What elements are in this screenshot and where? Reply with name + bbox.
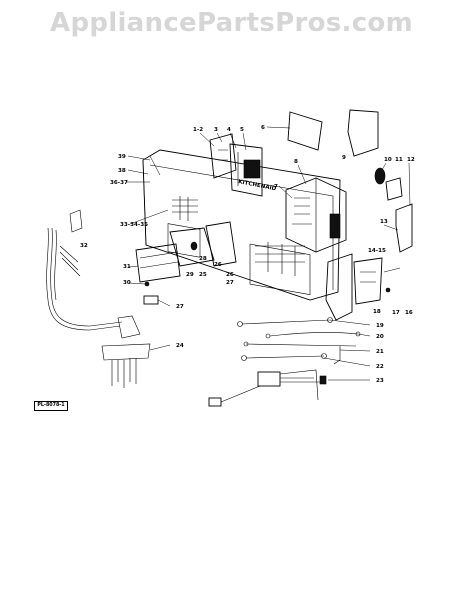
shield-6 (287, 111, 323, 151)
rotary-switch (374, 167, 403, 201)
part-label-13: 13 (380, 219, 388, 225)
control-panel-console: KITCHENAID (142, 149, 341, 301)
part-label-39: 39 (118, 154, 126, 160)
watermark-logo: AppliancePartsPros.com (50, 8, 413, 38)
part-label-11: 11 (395, 157, 403, 163)
switch-bracket (169, 221, 237, 267)
part-label-22: 22 (376, 364, 384, 370)
part-label-8: 8 (294, 159, 298, 165)
shield-9 (347, 109, 379, 157)
part-label-9: 9 (342, 155, 346, 161)
electronic-control-board (285, 177, 347, 253)
part-label-31: 31 (123, 264, 131, 270)
part-label-21: 21 (376, 349, 384, 355)
left-endcap (135, 243, 181, 283)
main-wire-harness (46, 209, 151, 388)
part-label-29: 29 (186, 272, 194, 278)
side-bracket (325, 253, 401, 321)
part-label-33-34-35: 33-34-35 (120, 222, 148, 228)
part-label-5: 5 (240, 127, 244, 133)
part-label-23: 23 (376, 378, 384, 384)
part-label-27-right: 27 (226, 280, 234, 286)
part-label-19: 19 (376, 323, 384, 329)
panel-brand-text: KITCHENAID (238, 179, 277, 192)
part-label-26-right: 26 (226, 272, 234, 278)
part-label-1-2: 1-2 (193, 127, 203, 133)
part-label-12: 12 (407, 157, 415, 163)
part-label-20: 20 (376, 334, 384, 340)
part-label-32: 32 (80, 243, 88, 249)
part-label-14-15: 14-15 (368, 248, 386, 254)
part-label-16: 16 (405, 310, 413, 316)
part-label-26: 26 (214, 262, 222, 268)
part-label-36-37: 36-37 (110, 180, 128, 186)
wire-harnesses (208, 317, 361, 407)
part-label-10: 10 (384, 157, 392, 163)
part-label-18: 18 (373, 309, 381, 315)
mounting-bracket (395, 203, 413, 253)
part-label-24: 24 (176, 343, 184, 349)
part-label-38: 38 (118, 168, 126, 174)
part-labels: 1-2 3 4 5 6 7 8 9 10 11 12 13 14-15 16 1… (80, 125, 415, 384)
screw-38 (144, 281, 150, 287)
leader-lines (126, 126, 411, 381)
part-label-4: 4 (227, 127, 231, 133)
reference-code-box: PL-8078-1 (34, 401, 68, 411)
part-label-17: 17 (392, 310, 400, 316)
part-label-25: 25 (199, 272, 207, 278)
part-label-27: 27 (176, 304, 184, 310)
part-label-30: 30 (123, 280, 131, 286)
part-label-28: 28 (199, 256, 207, 262)
connector-27 (143, 295, 159, 305)
relay-bracket-assembly (209, 133, 263, 197)
part-label-6: 6 (261, 125, 265, 131)
part-label-3: 3 (214, 127, 218, 133)
part-label-7: 7 (274, 184, 278, 190)
